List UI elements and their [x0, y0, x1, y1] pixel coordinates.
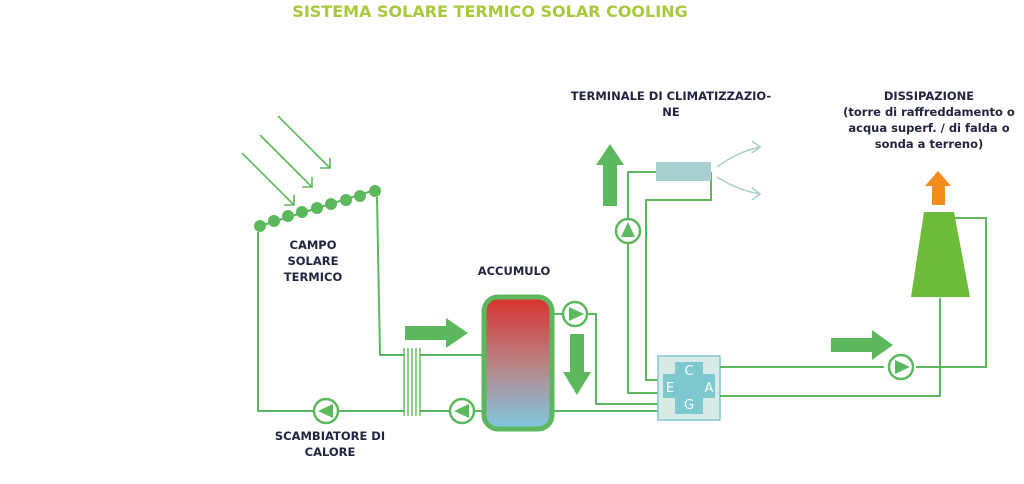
label-campo-line1: CAMPO: [290, 238, 337, 252]
tank-to-machine-pipes: [552, 313, 658, 412]
heat-dissipation-arrow-icon: [925, 171, 951, 205]
pump-solar-icon: [312, 397, 340, 425]
label-campo-line2: SOLARE: [288, 254, 339, 268]
label-dissipazione-line1: DISSIPAZIONE: [884, 89, 974, 103]
pump-terminal-icon: [614, 217, 642, 245]
solar-loop-pipes: [257, 196, 404, 412]
label-dissipazione-line4: sonda a terreno): [875, 137, 983, 151]
flow-arrow-up-icon: [596, 144, 624, 206]
label-scambiatore: SCAMBIATORE DI CALORE: [275, 429, 385, 459]
flow-arrow-down-icon: [563, 334, 591, 395]
fan-coil-unit: [656, 162, 711, 181]
label-scambiatore-line1: SCAMBIATORE DI: [275, 429, 385, 443]
machine-letter-g: G: [684, 398, 694, 413]
label-campo-line3: TERMICO: [284, 270, 343, 284]
diagram-title: SISTEMA SOLARE TERMICO SOLAR COOLING: [292, 2, 687, 21]
terminal-loop-pipes: [627, 171, 712, 394]
label-dissipazione-line2: (torre di raffreddamento o: [843, 105, 1015, 119]
machine-letter-c: C: [684, 364, 693, 379]
heat-exchanger-icon: [403, 348, 421, 416]
solar-collector-icon: [254, 185, 381, 232]
label-dissipazione: DISSIPAZIONE (torre di raffreddamento o …: [843, 89, 1015, 151]
label-accumulo: ACCUMULO: [478, 264, 551, 278]
flow-arrow-right-icon: [405, 318, 468, 348]
storage-tank: [481, 294, 555, 432]
machine-letter-e: E: [666, 381, 674, 396]
flow-arrow-right-2-icon: [831, 330, 893, 360]
dissipation-loop-pipes: [720, 217, 987, 397]
label-terminale-line2: NE: [662, 105, 680, 119]
machine-letter-a: A: [705, 381, 714, 396]
pump-dissipation-icon: [887, 353, 915, 381]
cooling-tower-icon: [911, 212, 970, 297]
label-dissipazione-line3: acqua superf. / di falda o: [848, 121, 1009, 135]
pump-tank-return-icon: [448, 397, 476, 425]
air-flow-icon: [716, 140, 762, 201]
label-terminale-line1: TERMINALE DI CLIMATIZZAZIO-: [571, 89, 772, 103]
sun-rays-icon: [241, 115, 331, 206]
label-campo-solare: CAMPO SOLARE TERMICO: [284, 238, 343, 284]
absorption-machine: C E A G: [657, 355, 721, 421]
label-terminale: TERMINALE DI CLIMATIZZAZIO- NE: [571, 89, 772, 119]
label-scambiatore-line2: CALORE: [305, 445, 356, 459]
pump-tank-out-icon: [561, 300, 589, 328]
